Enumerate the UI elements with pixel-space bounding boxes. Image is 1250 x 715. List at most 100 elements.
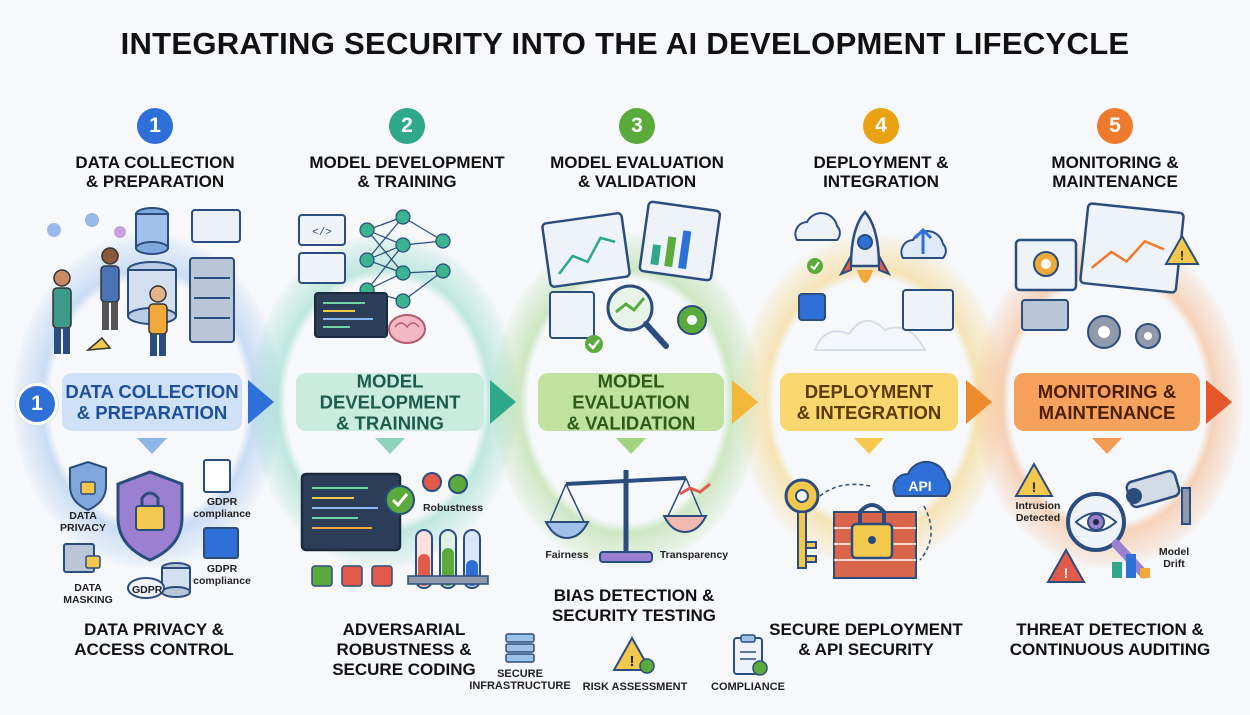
- down-arrow-3: [616, 438, 646, 454]
- bias-detection-illustration: [544, 470, 711, 563]
- padlock-icon: [850, 503, 894, 560]
- footer-compliance: COMPLIANCE: [711, 681, 785, 693]
- flow-arrow-2: [490, 380, 516, 424]
- label-gdpr: GDPR: [132, 584, 163, 596]
- loop-start-badge: 1: [16, 383, 58, 425]
- stage-number: 2: [389, 108, 425, 144]
- shield-icon: [69, 460, 107, 512]
- flow-arrow-3: [732, 380, 758, 424]
- stage-header-3: 3 MODEL EVALUATION & VALIDATION: [522, 108, 752, 191]
- brain-icon: [388, 314, 426, 344]
- stage-band-5[interactable]: MONITORING &MAINTENANCE: [1014, 373, 1200, 431]
- stage-header-4: 4 DEPLOYMENT & INTEGRATION: [766, 108, 996, 191]
- dashboard-icon: [541, 200, 722, 339]
- svg-text:!: !: [630, 653, 635, 670]
- warning-icon: !: [1046, 547, 1086, 583]
- deployment-illustration: [794, 210, 954, 351]
- security-title-5: THREAT DETECTION &CONTINUOUS AUDITING: [1009, 620, 1211, 659]
- clipboard-icon: [733, 634, 768, 676]
- label-robustness: Robustness: [422, 502, 484, 514]
- person-icon: [148, 285, 168, 356]
- warning-icon: !: [1164, 233, 1200, 265]
- stage-number: 3: [619, 108, 655, 144]
- stage-title-line: MODEL DEVELOPMENT: [309, 153, 505, 172]
- person-icon: [100, 247, 120, 330]
- stage-band-1[interactable]: DATA COLLECTION& PREPARATION: [62, 373, 242, 431]
- security-title-3: BIAS DETECTION &SECURITY TESTING: [551, 586, 717, 625]
- server-icon: [189, 257, 235, 343]
- band-label: MODEL DEVELOPMENT& TRAINING: [319, 370, 461, 434]
- stage-title-line: INTEGRATION: [823, 172, 939, 191]
- stage-band-3[interactable]: MODEL EVALUATION& VALIDATION: [538, 370, 724, 434]
- footer-risk-assessment: RISK ASSESSMENT: [582, 681, 688, 693]
- svg-text:</>: </>: [312, 227, 332, 239]
- stage-band-2[interactable]: MODEL DEVELOPMENT& TRAINING: [296, 370, 484, 434]
- stage-number: 1: [137, 108, 173, 144]
- magnifier-icon: [1066, 492, 1149, 579]
- stage-title-line: DATA COLLECTION: [75, 153, 235, 172]
- eye-icon: [1074, 512, 1118, 532]
- api-security-illustration: [784, 460, 952, 579]
- down-arrow-5: [1092, 438, 1122, 454]
- model-development-illustration: </>: [298, 209, 451, 344]
- stage-header-5: 5 MONITORING & MAINTENANCE: [1000, 108, 1230, 191]
- down-arrow-4: [854, 438, 884, 454]
- security-title-1: DATA PRIVACY &ACCESS CONTROL: [74, 620, 234, 659]
- stage-header-1: 1 DATA COLLECTION & PREPARATION: [40, 108, 270, 191]
- band-label: DEPLOYMENT& INTEGRATION: [796, 381, 942, 423]
- person-icon: [52, 269, 72, 354]
- threat-detection-illustration: ! !: [1014, 461, 1191, 583]
- stage-title-line: MAINTENANCE: [1052, 172, 1178, 191]
- flow-arrow-5: [1206, 380, 1232, 424]
- stage-header-2: 2 MODEL DEVELOPMENT & TRAINING: [292, 108, 522, 191]
- cloud-icon: [794, 212, 947, 259]
- cloud-icon: [892, 460, 952, 497]
- flow-arrow-1: [248, 380, 274, 424]
- check-icon: [385, 485, 415, 515]
- stage-title-line: DEPLOYMENT &: [813, 153, 949, 172]
- svg-text:!: !: [1064, 565, 1069, 581]
- stage-title-line: & VALIDATION: [577, 172, 697, 191]
- stage-title-line: MONITORING &: [1051, 153, 1179, 172]
- neural-network-icon: [359, 209, 451, 309]
- test-tube-icon: [407, 529, 489, 589]
- camera-icon: [1125, 469, 1191, 525]
- band-label: MODEL EVALUATION& VALIDATION: [566, 370, 696, 434]
- code-icon: </>: [298, 214, 346, 284]
- down-arrow-2: [375, 438, 405, 454]
- gear-icon: [422, 472, 468, 494]
- gear-icon: [677, 305, 707, 335]
- robustness-illustration: [300, 472, 489, 589]
- model-evaluation-illustration: [541, 200, 722, 353]
- monitoring-illustration: !: [1014, 202, 1200, 349]
- scale-icon: [544, 470, 708, 563]
- magnifier-icon: [606, 284, 669, 349]
- gear-icon: [1087, 315, 1161, 349]
- flow-arrow-4: [966, 380, 992, 424]
- security-title-4: SECURE DEPLOYMENT& API SECURITY: [769, 620, 963, 659]
- data-collection-illustration: [47, 207, 241, 356]
- key-icon: [784, 478, 820, 569]
- stage-title-line: & PREPARATION: [85, 172, 225, 191]
- label-fairness: Fairness: [545, 549, 589, 561]
- shield-icon: [116, 470, 184, 562]
- stage-title-line: MODEL EVALUATION: [550, 153, 724, 172]
- check-icon: [585, 335, 603, 353]
- data-privacy-illustration: [63, 459, 239, 599]
- warning-icon: !: [1014, 461, 1054, 497]
- stage-band-4[interactable]: DEPLOYMENT& INTEGRATION: [780, 373, 958, 431]
- warning-icon: !: [612, 635, 655, 674]
- svg-text:!: !: [1032, 479, 1037, 495]
- rocket-icon: [838, 210, 892, 283]
- page-title: INTEGRATING SECURITY INTO THE AI DEVELOP…: [120, 26, 1130, 61]
- stage-number: 4: [863, 108, 899, 144]
- server-icon: [505, 633, 535, 663]
- label-api: API: [908, 478, 932, 494]
